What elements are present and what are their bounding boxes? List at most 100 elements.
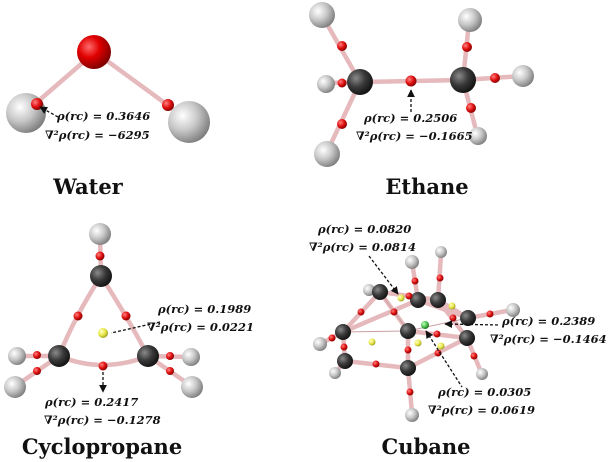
cyclopropane-carbon-top <box>90 265 112 287</box>
cubane-hydrogen-6 <box>476 368 488 380</box>
cubane-bcp-7 <box>372 360 380 368</box>
cubane-bcp-15 <box>411 277 419 285</box>
cubane-carbon-5 <box>335 324 351 340</box>
ethane-title: Ethane <box>385 174 468 199</box>
ethane-bcp-4 <box>462 42 472 52</box>
cyclopropane-bcp-bottom <box>98 361 108 371</box>
ethane-carbon-right <box>450 67 476 93</box>
ethane-bcp-5 <box>490 73 500 83</box>
cyclopropane-hydrogen-right-1 <box>182 348 200 366</box>
cyclopropane-ring-critical-point <box>98 328 108 338</box>
cubane-carbon-8 <box>337 353 353 369</box>
cubane-leader-cage <box>425 330 463 388</box>
cyclopropane-bond-rho-label: ρ(rc) = 0.2417 <box>44 395 138 409</box>
cubane-carbon-7 <box>459 330 475 346</box>
cyclopropane-bcp-h1 <box>33 351 41 359</box>
cubane-bond-laplacian-label: ∇²ρ(rc) = −0.1464 <box>490 332 607 346</box>
cubane-bcp-9 <box>404 346 412 354</box>
cubane-ring-critical-point-4 <box>437 342 445 350</box>
cubane-cage-rho-label: ρ(rc) = 0.0305 <box>437 385 531 399</box>
cyclopropane-hydrogen-right-2 <box>181 376 203 398</box>
ethane-bcp-cc <box>405 75 417 87</box>
cubane-carbon-9 <box>400 360 416 376</box>
cyclopropane-carbon-left <box>48 345 70 367</box>
ethane-bcp-3 <box>337 119 347 129</box>
cyclopropane-ring-rho-label: ρ(rc) = 0.1989 <box>157 302 251 316</box>
cubane-hydrogen-3 <box>363 284 375 296</box>
cubane-carbon-2 <box>430 292 446 308</box>
cubane-hydrogen-7 <box>329 367 341 379</box>
cubane-bcp-13 <box>406 388 414 396</box>
water-panel: ρ(rc) = 0.3646 ∇²ρ(rc) = −6295 Water <box>6 35 210 199</box>
cyclopropane-hydrogen-top <box>89 223 111 245</box>
cubane-bcp-11 <box>486 310 494 318</box>
water-rho-label: ρ(rc) = 0.3646 <box>56 109 150 123</box>
cubane-title: Cubane <box>382 434 471 459</box>
cubane-bond-rho-label: ρ(rc) = 0.2389 <box>501 314 595 328</box>
cyclopropane-bcp-h2 <box>33 367 41 375</box>
cubane-bcp-3 <box>433 330 441 338</box>
cubane-leader-ring <box>368 255 399 295</box>
cyclopropane-bcp-h3 <box>166 352 174 360</box>
cubane-carbon-1 <box>372 284 388 300</box>
water-leader-arrow <box>39 106 59 118</box>
cyclopropane-bcp-right <box>121 311 131 321</box>
cubane-hydrogen-1 <box>435 246 447 258</box>
water-bcp-left <box>31 98 43 110</box>
cubane-ring-critical-point-3 <box>368 338 376 346</box>
cubane-bcp-8 <box>434 349 442 357</box>
cubane-bcp-2 <box>449 314 457 322</box>
cubane-bcp-1 <box>405 292 413 300</box>
ethane-hydrogen-2 <box>317 75 335 93</box>
cubane-carbon-3 <box>410 292 426 308</box>
cubane-panel: ρ(rc) = 0.0820 ∇²ρ(rc) = 0.0814 ρ(rc) = … <box>309 222 607 459</box>
cyclopropane-bond-laplacian-label: ∇²ρ(rc) = −0.1278 <box>44 413 161 427</box>
cubane-carbon-6 <box>400 323 416 339</box>
cubane-bcp-14 <box>470 352 478 360</box>
cubane-leader-bond <box>444 320 501 329</box>
water-title: Water <box>52 174 123 199</box>
ethane-hydrogen-6 <box>469 127 487 145</box>
cyclopropane-leader-ring <box>110 321 161 334</box>
ethane-bcp-6 <box>466 103 476 113</box>
cubane-carbon-4 <box>460 310 476 326</box>
cubane-bcp-12 <box>328 334 336 342</box>
ethane-hydrogen-4 <box>458 8 482 32</box>
cubane-cage-laplacian-label: ∇²ρ(rc) = 0.0619 <box>428 403 535 417</box>
ethane-panel: ρ(rc) = 0.2506 ∇²ρ(rc) = −0.1665 Ethane <box>309 2 534 199</box>
water-bcp-right <box>162 99 174 111</box>
ethane-hydrogen-3 <box>314 141 340 167</box>
cubane-ring-critical-point-1 <box>397 294 405 302</box>
cubane-bcp-5 <box>357 308 365 316</box>
cubane-hydrogen-8 <box>405 408 419 422</box>
cyclopropane-carbon-right <box>137 345 159 367</box>
cubane-bcp-10 <box>436 274 444 282</box>
cyclopropane-ring-laplacian-label: ∇²ρ(rc) = 0.0221 <box>147 320 254 334</box>
ethane-bcp-1 <box>337 41 347 51</box>
ethane-rho-label: ρ(rc) = 0.2506 <box>363 111 457 125</box>
cyclopropane-hydrogen-left-1 <box>8 347 26 365</box>
cubane-ring-laplacian-label: ∇²ρ(rc) = 0.0814 <box>309 240 416 254</box>
cubane-ring-critical-point-5 <box>414 339 422 347</box>
cubane-cage-critical-point <box>421 321 429 329</box>
cyclopropane-hydrogen-left-2 <box>4 376 26 398</box>
water-laplacian-label: ∇²ρ(rc) = −6295 <box>45 128 150 142</box>
cyclopropane-bcp-left <box>73 311 83 321</box>
cubane-hydrogen-4 <box>506 303 520 317</box>
cyclopropane-bcp-h4 <box>166 367 174 375</box>
cyclopropane-panel: ρ(rc) = 0.1989 ∇²ρ(rc) = 0.0221 ρ(rc) = … <box>4 223 254 459</box>
cubane-bcp-6 <box>340 343 348 351</box>
cubane-hydrogen-2 <box>405 255 419 269</box>
cyclopropane-bcp-top <box>95 251 105 261</box>
ethane-laplacian-label: ∇²ρ(rc) = −0.1665 <box>356 129 473 143</box>
cyclopropane-title: Cyclopropane <box>22 434 182 459</box>
ethane-hydrogen-1 <box>309 2 335 28</box>
water-oxygen <box>77 35 111 69</box>
ethane-bcp-2 <box>337 78 347 88</box>
ethane-hydrogen-5 <box>512 65 534 87</box>
cubane-ring-rho-label: ρ(rc) = 0.0820 <box>317 222 411 236</box>
cubane-hydrogen-5 <box>313 337 327 351</box>
cubane-bcp-4 <box>390 308 398 316</box>
ethane-carbon-left <box>347 69 373 95</box>
